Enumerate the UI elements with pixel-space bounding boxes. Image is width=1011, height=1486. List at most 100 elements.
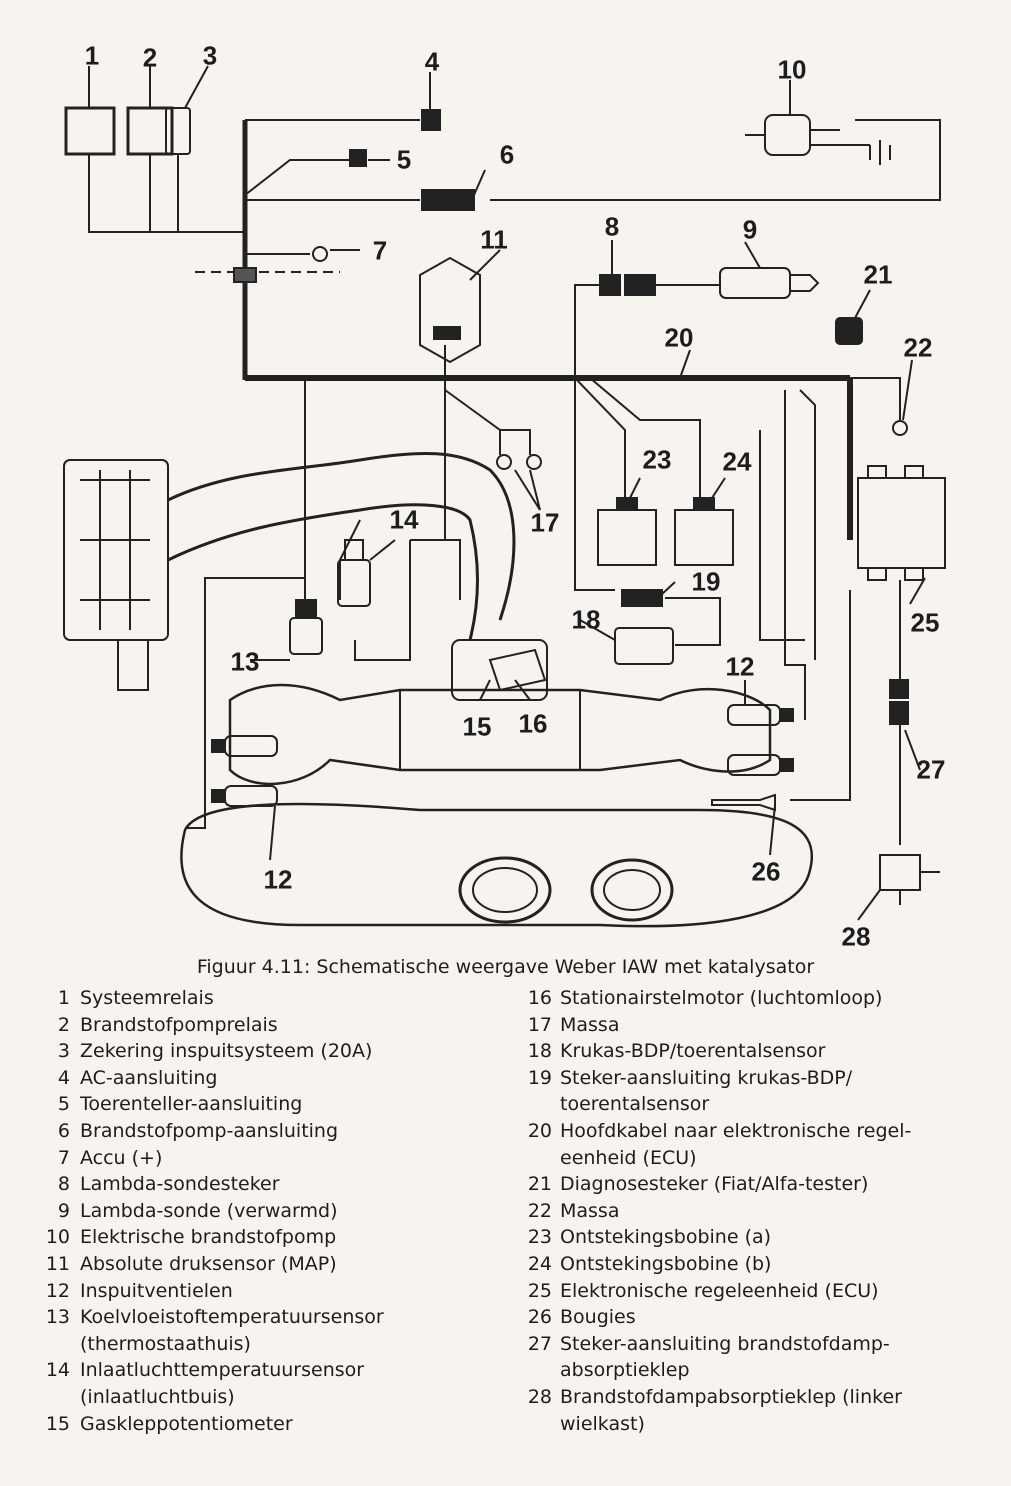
legend-item: 13 Koelvloeistoftemperatuursensor (thermo…: [42, 1304, 502, 1357]
callout-10: 10: [777, 54, 807, 85]
ground-22: [892, 420, 908, 436]
legend-number: 27: [527, 1332, 552, 1355]
legend-number: 18: [527, 1040, 552, 1063]
callout-22: 22: [903, 332, 933, 363]
callout-12b: 12: [263, 864, 293, 895]
callout-26: 26: [751, 856, 781, 887]
canister-valve: [879, 854, 921, 891]
legend-item: 6 Brandstofpomp-aansluiting: [42, 1118, 502, 1145]
legend-number: 24: [527, 1252, 552, 1275]
legend-text: Elektronische regeleenheid (ECU): [560, 1279, 879, 1302]
system-relay: [64, 106, 116, 156]
coil-a: [597, 509, 657, 566]
throttle-body: [451, 639, 548, 701]
legend-text: Massa: [560, 1199, 620, 1222]
callout-2: 2: [142, 42, 158, 73]
figure-caption: Figuur 4.11: Schematische weergave Weber…: [196, 956, 815, 978]
legend-number: 16: [527, 987, 552, 1009]
legend-text: Lambda-sondesteker: [80, 1173, 280, 1196]
legend-number: 3: [57, 1040, 70, 1063]
legend-number: 15: [45, 1412, 70, 1435]
callout-8: 8: [604, 211, 620, 242]
callout-4: 4: [424, 46, 440, 77]
callout-18: 18: [571, 604, 601, 635]
callout-21: 21: [863, 259, 893, 290]
legend-number: 25: [527, 1279, 552, 1302]
legend-text: AC-aansluiting: [80, 1066, 218, 1089]
legend-text: Systeemrelais: [80, 987, 214, 1009]
callout-3: 3: [202, 40, 218, 71]
legend-text: Zekering inspuitsysteem (20A): [80, 1040, 373, 1063]
lambda-plug-a: [599, 274, 621, 296]
legend-number: 7: [57, 1146, 70, 1169]
legend-number: 14: [45, 1359, 70, 1382]
callout-15: 15: [462, 711, 492, 742]
legend-number: 12: [45, 1279, 70, 1302]
legend-text: Inspuitventielen: [80, 1279, 233, 1302]
legend-number: 28: [527, 1385, 552, 1408]
intake-manifold: [228, 683, 772, 786]
legend-item: 14 Inlaatluchttemperatuursensor (inlaatlu…: [42, 1357, 502, 1410]
legend-number: 17: [527, 1013, 552, 1036]
legend-text: Brandstofpomprelais: [80, 1013, 278, 1036]
legend-number: 13: [45, 1306, 70, 1329]
fuel-pump: [764, 114, 811, 156]
diagnostic-plug: [835, 317, 863, 345]
legend-number: 6: [57, 1119, 70, 1142]
injector-right-bottom: [727, 754, 794, 776]
legend-number: 23: [527, 1226, 552, 1249]
crank-sensor: [614, 627, 674, 665]
lambda-plug-b: [624, 274, 656, 296]
callout-24: 24: [722, 446, 752, 477]
fuse: [165, 107, 191, 155]
callout-14: 14: [389, 504, 419, 535]
legend-number: 10: [45, 1226, 70, 1249]
legend-item: 7 Accu (+): [42, 1145, 502, 1172]
callout-17: 17: [530, 507, 560, 538]
legend-number: 20: [527, 1119, 552, 1142]
crank-plug: [621, 589, 663, 607]
ground-17a: [496, 454, 512, 470]
legend-item: 23 Ontstekingsbobine (a): [518, 1224, 988, 1251]
legend-number: 9: [57, 1199, 70, 1222]
engine-block: [180, 802, 813, 928]
callout-27: 27: [916, 754, 946, 785]
fuelpump-connector-a: [421, 189, 445, 211]
injector-right-top: [727, 704, 794, 726]
legend-text: Absolute druksensor (MAP): [80, 1252, 337, 1275]
wiring-diagram: [63, 65, 946, 928]
callout-23: 23: [642, 444, 672, 475]
legend-text: Accu (+): [80, 1146, 163, 1169]
legend-text: Ontstekingsbobine (a): [560, 1226, 772, 1249]
ground-17b: [526, 454, 542, 470]
fuelpump-connector-b: [445, 189, 475, 211]
legend-text: Brandstofdampabsorptieklep (linker wielk…: [560, 1385, 902, 1435]
tacho-connector: [349, 149, 367, 167]
legend-item: 3 Zekering inspuitsysteem (20A): [42, 1038, 502, 1065]
legend-number: 22: [527, 1199, 552, 1222]
lambda-probe: [719, 267, 791, 299]
legend-text: Brandstofpomp-aansluiting: [80, 1119, 339, 1142]
legend-text: Gaskleppotentiometer: [80, 1412, 293, 1435]
callout-1: 1: [84, 40, 100, 71]
callout-13: 13: [230, 646, 260, 677]
callout-5: 5: [396, 144, 412, 175]
legend-number: 5: [57, 1093, 70, 1116]
legend-text: Massa: [560, 1013, 620, 1036]
legend-text: Ontstekingsbobine (b): [560, 1252, 772, 1275]
coil-b: [674, 509, 734, 566]
legend-number: 1: [57, 987, 70, 1009]
legend-item: 12 Inspuitventielen: [42, 1278, 502, 1305]
legend-text: Koelvloeistoftemperatuursensor (thermost…: [80, 1306, 384, 1355]
legend-text: Elektrische brandstofpomp: [80, 1226, 337, 1249]
legend-text: Inlaatluchttemperatuursensor (inlaatluch…: [80, 1359, 365, 1408]
